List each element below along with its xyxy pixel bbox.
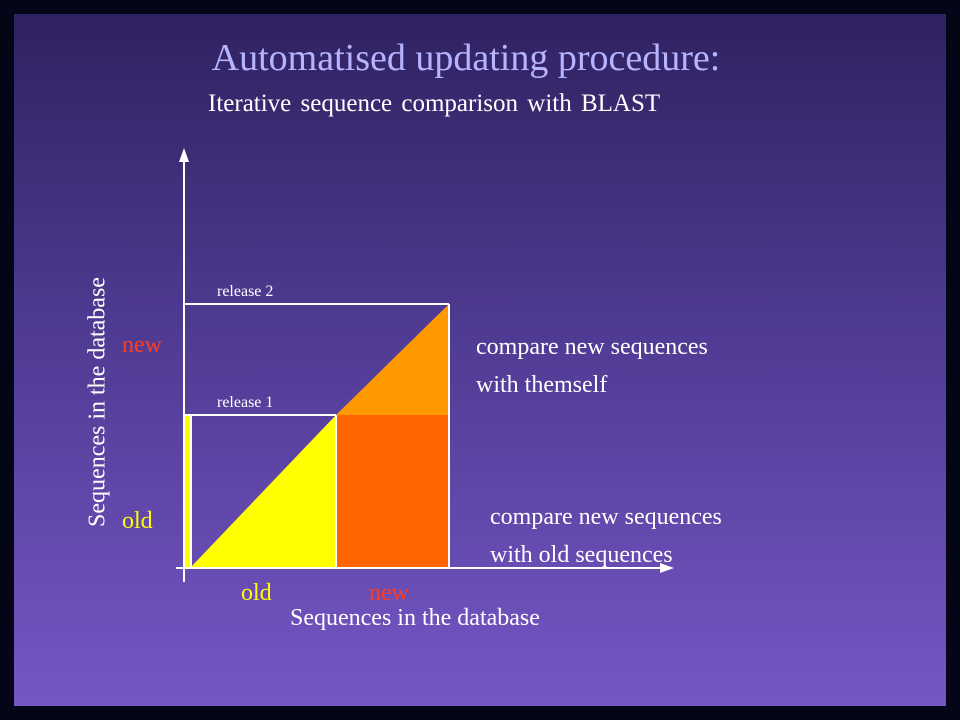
old-compare-text: compare new sequences with old sequences bbox=[490, 498, 722, 574]
x-axis-label: Sequences in the database bbox=[290, 605, 540, 631]
self-compare-line2: with themself bbox=[476, 372, 608, 398]
self-compare-line1: compare new sequences bbox=[476, 334, 708, 360]
x-old-label: old bbox=[241, 580, 272, 606]
slide-title: Automatised updating procedure: bbox=[211, 37, 721, 79]
x-new-label: new bbox=[369, 580, 409, 606]
y-new-label: new bbox=[122, 332, 162, 358]
y-axis-label: Sequences in the database bbox=[84, 277, 111, 527]
old-compare-line1: compare new sequences bbox=[490, 504, 722, 530]
slide-background bbox=[14, 14, 946, 706]
new-vs-old-block bbox=[336, 415, 449, 568]
new-vs-new-triangle bbox=[336, 304, 449, 415]
old-range-strip bbox=[185, 415, 191, 568]
old-vs-old-triangle bbox=[190, 415, 336, 568]
release1-label: release 1 bbox=[217, 394, 274, 411]
old-compare-line2: with old sequences bbox=[490, 542, 673, 568]
self-compare-text: compare new sequences with themself bbox=[476, 328, 708, 404]
x-axis-arrowhead bbox=[660, 563, 674, 573]
release2-label: release 2 bbox=[217, 283, 274, 300]
y-old-label: old bbox=[122, 508, 153, 534]
y-axis-arrowhead bbox=[179, 148, 189, 162]
slide-subtitle: Iterative sequence comparison with BLAST bbox=[208, 90, 661, 117]
